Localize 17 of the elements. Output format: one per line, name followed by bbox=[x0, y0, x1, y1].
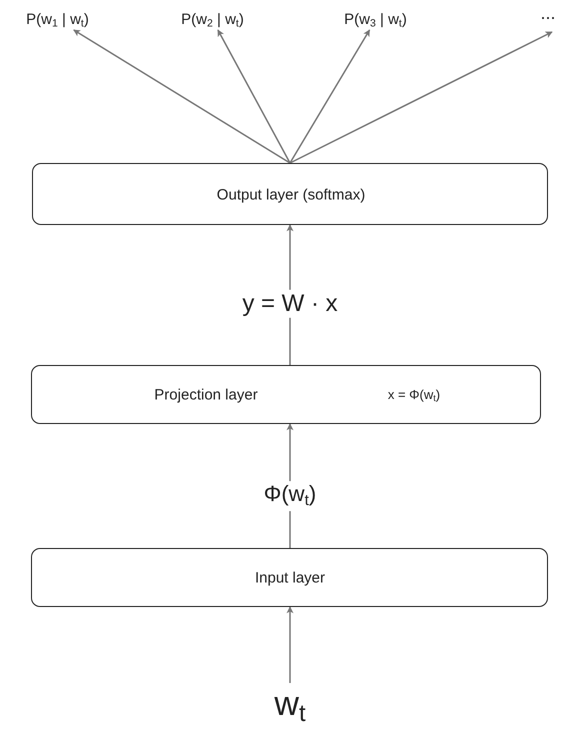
arrow bbox=[286, 606, 294, 683]
input-word-label: w$_{t}$ bbox=[268, 683, 312, 725]
arrow bbox=[289, 29, 370, 164]
probability-label: P(w$_{2}$ | w$_{t}$) bbox=[160, 10, 265, 30]
arrow bbox=[73, 29, 290, 164]
probability-label: P(w$_{3}$ | w$_{t}$) bbox=[323, 10, 428, 30]
probability-label: P(w$_{1}$ | w$_{t}$) bbox=[10, 10, 105, 30]
formula-label: x = Φ(w$_{t}$) bbox=[388, 386, 440, 404]
ellipsis-label: ... bbox=[536, 4, 560, 22]
arrow bbox=[217, 29, 291, 164]
layer-label: Input layer bbox=[254, 570, 326, 586]
layer-label: Projection layer bbox=[154, 386, 258, 404]
layer-box bbox=[31, 548, 548, 607]
layer-label: Output layer (softmax) bbox=[216, 186, 366, 204]
layer-box bbox=[32, 163, 548, 225]
layer-box bbox=[31, 365, 541, 424]
arrow bbox=[290, 31, 553, 164]
